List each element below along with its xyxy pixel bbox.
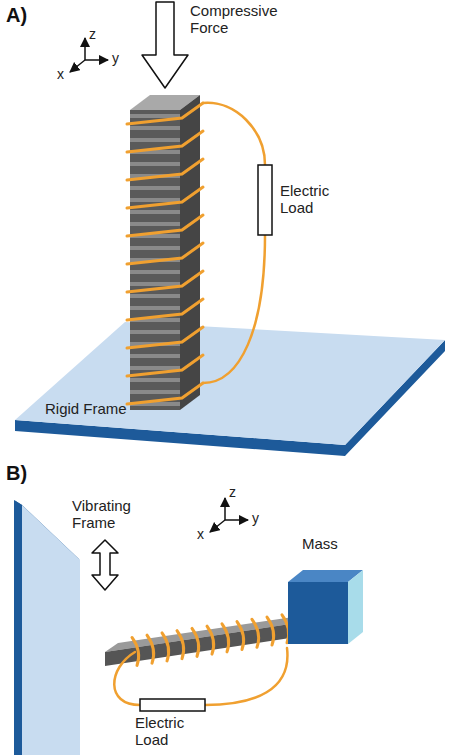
plate-outline — [10, 495, 85, 755]
axis-arrow — [210, 520, 225, 532]
coil-winding — [207, 626, 214, 654]
lamination-stripe — [130, 306, 180, 310]
lamination-stripe — [130, 390, 180, 394]
axis-arrow — [84, 38, 86, 60]
coil-winding — [127, 159, 203, 180]
wire — [114, 652, 140, 705]
axis-arrow — [224, 498, 226, 520]
coil-winding — [127, 187, 203, 208]
frame-label: Rigid Frame — [45, 400, 145, 417]
lamination-stripe — [130, 330, 180, 334]
coil-winding — [282, 615, 289, 643]
mass-front — [288, 582, 348, 644]
axis-arrow — [70, 60, 85, 72]
lamination-stripe — [130, 138, 180, 142]
wire — [203, 235, 265, 383]
axis-arrow — [85, 59, 108, 61]
load-label: Electric Load — [135, 714, 215, 748]
coil-winding — [162, 633, 169, 661]
coil-winding — [147, 635, 154, 663]
vibration-arrow — [92, 540, 118, 590]
lamination-stripe — [130, 198, 180, 202]
axis-label: y — [112, 50, 126, 66]
mass-label: Mass — [302, 535, 362, 552]
plate-face — [14, 500, 22, 755]
frame-label: Vibrating Frame — [72, 497, 152, 531]
lamination-stripe — [130, 354, 180, 358]
frame-plate: Rigid Frame — [10, 315, 450, 475]
coil-winding — [252, 619, 259, 647]
axis-label: x — [57, 66, 71, 82]
lamination-stripe — [130, 246, 180, 250]
coil-winding — [127, 243, 203, 264]
axis-label: z — [89, 26, 103, 42]
wire — [203, 103, 265, 165]
lamination-stripe — [130, 282, 180, 286]
axis-arrow — [225, 519, 248, 521]
lamination-stripe — [130, 366, 180, 370]
coil-winding — [222, 624, 229, 652]
wire — [205, 648, 287, 705]
axis-label: z — [229, 484, 243, 500]
coil-winding — [177, 631, 184, 659]
lamination-stripe — [130, 162, 180, 166]
plate-outline — [10, 315, 450, 475]
lamination-stripe — [130, 222, 180, 226]
coil-winding — [127, 383, 203, 404]
load-label: Electric Load — [280, 182, 350, 216]
lamination-stripe — [130, 210, 180, 214]
force-arrow — [142, 2, 188, 88]
coil-winding — [127, 271, 203, 292]
panel-letter: B) — [6, 462, 46, 484]
mass-side — [348, 570, 363, 644]
coil-winding — [127, 215, 203, 236]
coil-winding — [127, 327, 203, 348]
resistor-symbol — [258, 165, 272, 235]
lamination-stripe — [130, 378, 180, 382]
resistor-symbol — [140, 699, 205, 711]
plate-face — [15, 322, 445, 445]
coil-winding — [127, 131, 203, 152]
panel-letter: A) — [6, 4, 46, 26]
coil-winding — [192, 628, 199, 656]
axis-label: x — [197, 526, 211, 542]
beam-front — [105, 624, 290, 666]
axis-label: y — [252, 510, 266, 526]
lamination-stripe — [130, 294, 180, 298]
lamination-stripe — [130, 126, 180, 130]
coil-winding — [127, 103, 203, 124]
lamination-stripe — [130, 186, 180, 190]
lamination-stripe — [130, 114, 180, 118]
frame-plate: Vibrating Frame — [10, 495, 85, 755]
coil-winding — [127, 299, 203, 320]
lamination-stripe — [130, 270, 180, 274]
coil-winding — [267, 617, 274, 645]
coil-winding — [237, 622, 244, 650]
plate-face — [22, 505, 80, 755]
coil-winding — [127, 355, 203, 376]
force-label: Compressive Force — [190, 2, 290, 36]
